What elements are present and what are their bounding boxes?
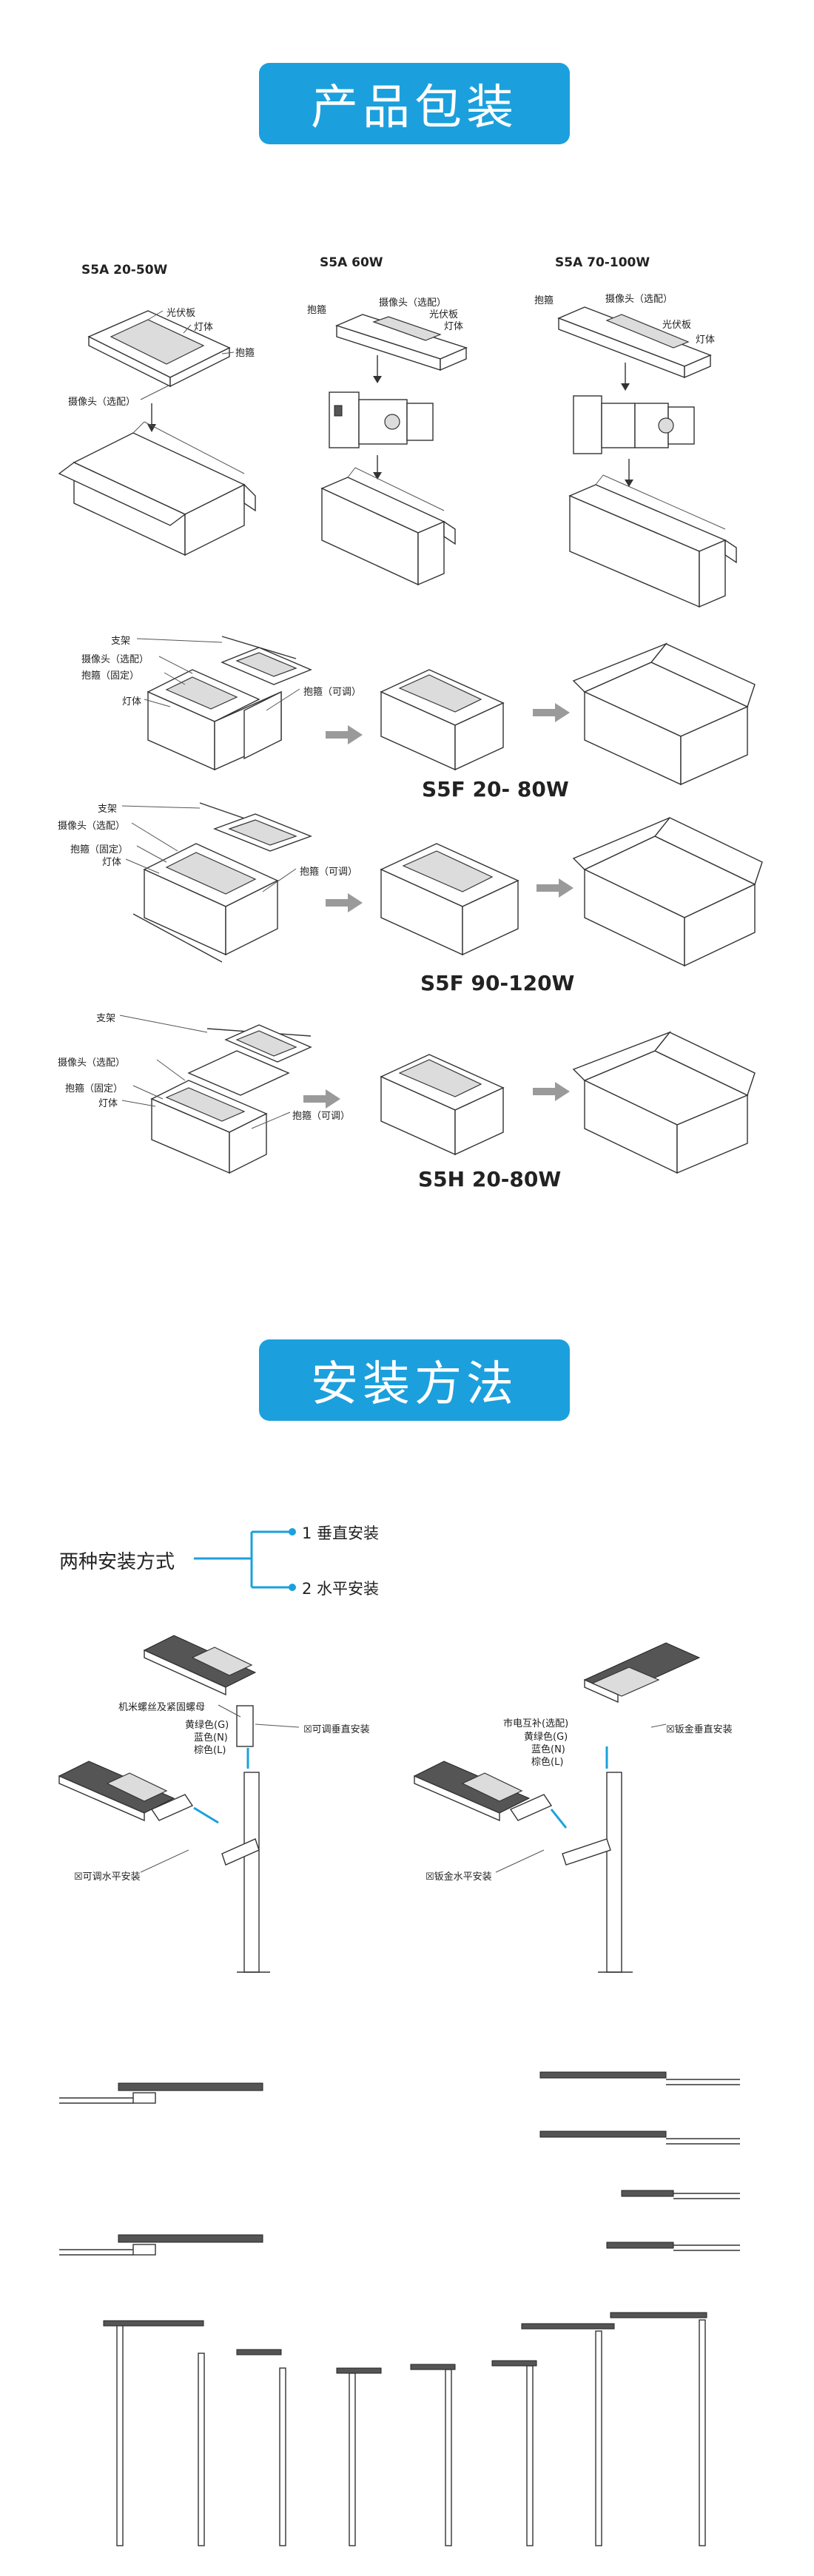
option-vertical: 1 垂直安装 bbox=[302, 1524, 380, 1542]
label-bracket-adj-s5f2: 抱箍（可调） bbox=[300, 867, 358, 878]
s5a-20-50w-diagram bbox=[58, 310, 256, 556]
label-support-1: 支架 bbox=[111, 636, 131, 647]
model-s5f-20-80w: S5F 20- 80W bbox=[422, 777, 569, 801]
label-bracket-adj-s5f1: 抱箍（可调） bbox=[303, 687, 362, 698]
label-yellow-green-r: 黄绿色(G) bbox=[524, 1732, 568, 1743]
label-bracket: 抱箍 bbox=[235, 348, 255, 359]
label-solar-panel-60: 光伏板 bbox=[429, 309, 459, 320]
label-bracket-60: 抱箍 bbox=[307, 305, 327, 316]
label-sheetmetal-vertical: ☒钣金垂直安装 bbox=[666, 1724, 733, 1735]
label-lamp-body: 灯体 bbox=[194, 322, 214, 333]
label-solar-panel-70: 光伏板 bbox=[662, 320, 692, 331]
install-methods-title: 两种安装方式 bbox=[59, 1551, 175, 1573]
label-support-2: 支架 bbox=[98, 804, 118, 815]
s5a-60w-diagram bbox=[320, 314, 468, 586]
label-camera-s5h: 摄像头（选配） bbox=[58, 1057, 126, 1069]
label-blue-r: 蓝色(N) bbox=[531, 1744, 565, 1755]
s5f-20-80w-diagram bbox=[136, 636, 756, 786]
label-camera-s5f2: 摄像头（选配） bbox=[58, 821, 126, 832]
label-mains-complement: 市电互补(选配) bbox=[503, 1718, 569, 1729]
model-s5a-60w: S5A 60W bbox=[320, 255, 383, 270]
label-bracket-adj-s5h: 抱箍（可调） bbox=[292, 1111, 351, 1122]
label-lamp-body-s5f1: 灯体 bbox=[122, 696, 142, 707]
label-camera-s5f1: 摄像头（选配） bbox=[81, 654, 149, 665]
model-s5a-70-100w: S5A 70-100W bbox=[555, 255, 650, 270]
install-right-diagram bbox=[413, 1642, 701, 1973]
label-yellow-green-l: 黄绿色(G) bbox=[185, 1720, 229, 1731]
label-camera: 摄像头（选配） bbox=[68, 397, 136, 408]
label-camera-70: 摄像头（选配） bbox=[605, 294, 673, 305]
label-support-3: 支架 bbox=[96, 1013, 116, 1024]
methods-bracket bbox=[194, 1528, 296, 1591]
label-solar-panel: 光伏板 bbox=[166, 308, 196, 319]
label-bracket-fixed-s5f1: 抱箍（固定） bbox=[81, 670, 140, 682]
label-sheetmetal-horizontal: ☒钣金水平安装 bbox=[426, 1872, 492, 1883]
label-brown-l: 棕色(L) bbox=[194, 1745, 226, 1756]
install-left-diagram bbox=[58, 1635, 300, 1973]
label-brown-r: 棕色(L) bbox=[531, 1757, 564, 1768]
label-lamp-body-60: 灯体 bbox=[444, 321, 464, 332]
label-lamp-body-s5f2: 灯体 bbox=[102, 857, 122, 868]
label-bracket-fixed-s5f2: 抱箍（固定） bbox=[70, 844, 129, 855]
label-lamp-body-70: 灯体 bbox=[696, 334, 716, 346]
option-horizontal: 2 水平安装 bbox=[302, 1580, 380, 1598]
label-bracket-70: 抱箍 bbox=[534, 295, 554, 306]
label-blue-l: 蓝色(N) bbox=[194, 1732, 228, 1743]
label-adjustable-horizontal: ☒可调水平安装 bbox=[74, 1872, 141, 1883]
section-title-packaging: 产品包装 bbox=[259, 63, 570, 144]
label-screw-nut: 机米螺丝及紧固螺母 bbox=[118, 1702, 206, 1713]
model-s5f-90-120w: S5F 90-120W bbox=[420, 971, 575, 995]
model-s5a-20-50w: S5A 20-50W bbox=[81, 263, 168, 278]
model-s5h-20-80w: S5H 20-80W bbox=[418, 1167, 562, 1191]
label-camera-60: 摄像头（选配） bbox=[379, 297, 447, 309]
s5h-20-80w-diagram bbox=[119, 1015, 756, 1174]
label-adjustable-vertical: ☒可调垂直安装 bbox=[303, 1724, 370, 1735]
label-bracket-fixed-s5h: 抱箍（固定） bbox=[65, 1083, 124, 1094]
s5a-70-100w-diagram bbox=[557, 306, 737, 608]
label-lamp-body-s5h: 灯体 bbox=[98, 1098, 118, 1109]
s5f-90-120w-diagram bbox=[121, 802, 763, 967]
section-title-installation: 安装方法 bbox=[259, 1339, 570, 1421]
